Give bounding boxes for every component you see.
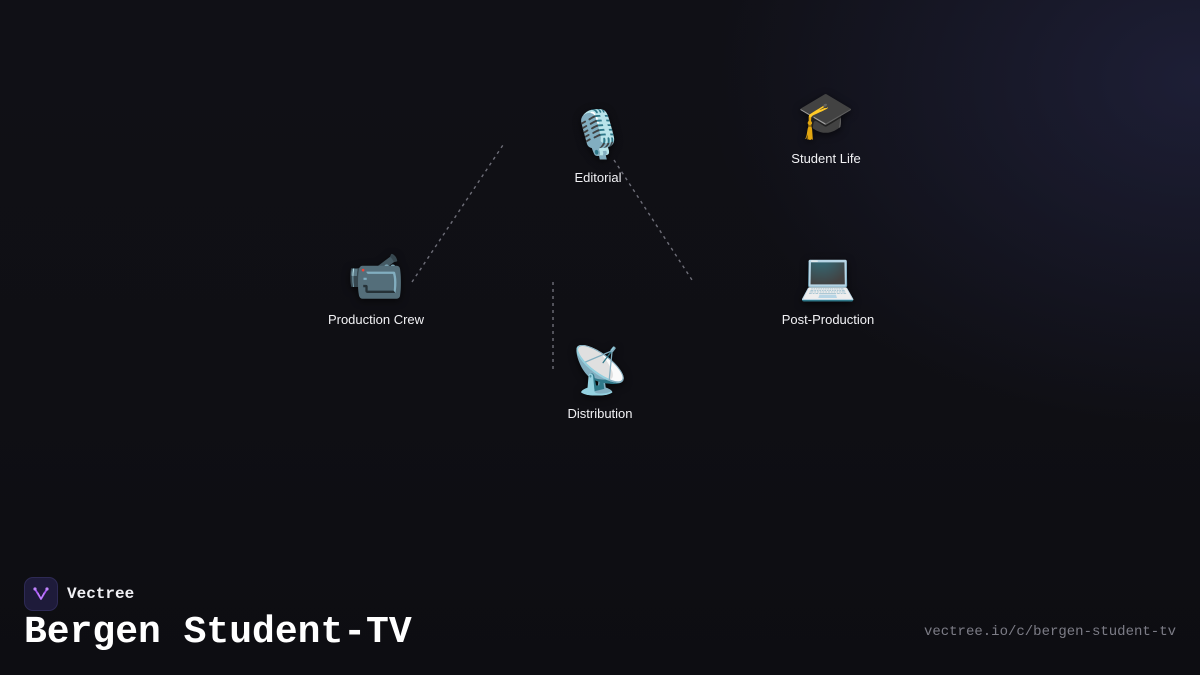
node-label-editorial: Editorial: [574, 170, 622, 185]
brand-name: Vectree: [67, 585, 135, 603]
page-title: Bergen Student-TV: [24, 611, 412, 654]
video-camera-icon: 📹: [347, 249, 405, 303]
microphone-icon: 🎙️: [569, 107, 627, 161]
node-student-life[interactable]: 🎓 Student Life: [746, 87, 906, 166]
node-editorial[interactable]: 🎙️ Editorial: [518, 106, 678, 185]
node-post-production[interactable]: 💻 Post-Production: [748, 248, 908, 327]
node-distribution[interactable]: 📡 Distribution: [520, 342, 680, 421]
satellite-dish-icon: 📡: [571, 343, 629, 397]
laptop-icon: 💻: [799, 249, 857, 303]
page-url[interactable]: vectree.io/c/bergen-student-tv: [923, 624, 1176, 640]
node-label-post-production: Post-Production: [781, 312, 875, 327]
graduation-cap-icon: 🎓: [797, 88, 855, 142]
brand[interactable]: Vectree: [24, 577, 134, 611]
node-label-student-life: Student Life: [791, 151, 861, 166]
node-label-production-crew: Production Crew: [327, 312, 425, 327]
connector-editorial-to-postproduction: [613, 159, 693, 281]
vectree-logo-icon: [24, 577, 58, 611]
node-label-distribution: Distribution: [567, 406, 633, 421]
node-production-crew[interactable]: 📹 Production Crew: [296, 248, 456, 327]
